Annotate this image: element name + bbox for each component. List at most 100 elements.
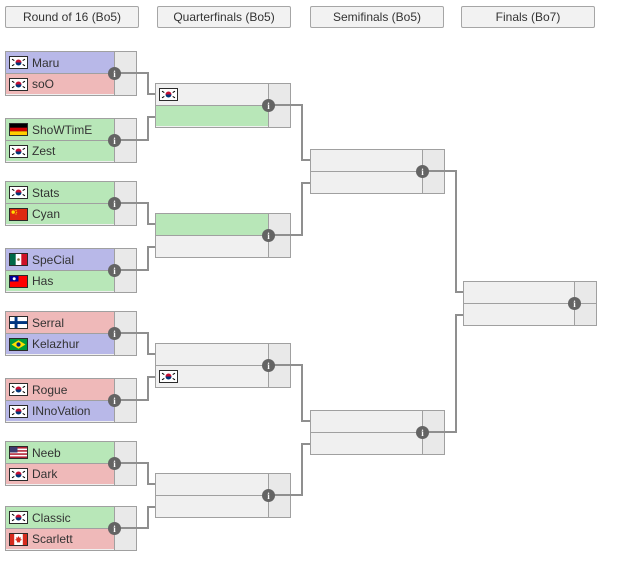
match-info-icon[interactable]: i (416, 426, 429, 439)
flag-usa-icon (9, 446, 28, 459)
player-slot[interactable]: Scarlett (6, 528, 114, 549)
info-glyph: i (113, 523, 116, 534)
player-name: Maru (32, 55, 60, 70)
flag-canada-icon (9, 532, 28, 546)
connector-round-of-16-3-in (147, 223, 155, 225)
player-slot[interactable]: Has (6, 270, 114, 291)
score-cell (575, 303, 596, 324)
player-slot[interactable]: Neeb (6, 442, 114, 463)
info-glyph: i (113, 198, 116, 209)
connector-semifinals-2-vert (455, 314, 457, 433)
player-name: Has (32, 274, 54, 288)
connector-round-of-16-5-vert (147, 332, 149, 355)
info-glyph: i (113, 265, 116, 276)
player-slot[interactable]: ShoWTimE (6, 119, 114, 140)
player-slot[interactable]: Serral (6, 312, 114, 333)
connector-round-of-16-2-in (147, 116, 155, 118)
match-finals-1: i (463, 281, 597, 326)
player-slot[interactable]: SpeCial (6, 249, 114, 270)
connector-quarterfinals-4-in (301, 443, 310, 445)
player-name: Serral (32, 315, 65, 330)
connector-round-of-16-4-vert (147, 246, 149, 271)
match-info-icon[interactable]: i (108, 327, 121, 340)
flag-taiwan-icon (9, 274, 28, 288)
connector-quarterfinals-1-out (271, 104, 303, 106)
match-info-icon[interactable]: i (108, 522, 121, 535)
player-slot[interactable]: Zest (6, 140, 114, 161)
flag-south-korea-icon (159, 88, 178, 101)
player-slot[interactable] (464, 282, 574, 303)
player-slot[interactable]: Cyan (6, 203, 114, 224)
connector-quarterfinals-3-out (271, 364, 303, 366)
flag-brazil-icon (9, 337, 28, 351)
connector-quarterfinals-4-out (271, 494, 303, 496)
match-info-icon[interactable]: i (108, 457, 121, 470)
player-slot[interactable] (156, 105, 268, 126)
match-info-icon[interactable]: i (568, 297, 581, 310)
player-slot[interactable]: Stats (6, 182, 114, 203)
player-slot[interactable] (156, 235, 268, 256)
info-glyph: i (113, 68, 116, 79)
player-slot[interactable] (156, 344, 268, 365)
match-semifinals-1: i (310, 149, 445, 194)
connector-round-of-16-6-vert (147, 376, 149, 401)
player-slot[interactable]: Maru (6, 52, 114, 73)
player-slot[interactable]: soO (6, 73, 114, 94)
player-slot[interactable] (311, 150, 422, 171)
player-slot[interactable] (156, 474, 268, 495)
match-info-icon[interactable]: i (262, 489, 275, 502)
match-info-icon[interactable]: i (108, 134, 121, 147)
match-info-icon[interactable]: i (108, 197, 121, 210)
player-slot[interactable]: Classic (6, 507, 114, 528)
flag-south-korea-icon (9, 404, 28, 418)
connector-round-of-16-3-vert (147, 202, 149, 225)
match-info-icon[interactable]: i (262, 229, 275, 242)
player-slot[interactable] (156, 365, 268, 386)
connector-round-of-16-6-out (117, 399, 149, 401)
match-info-icon[interactable]: i (416, 165, 429, 178)
flag-south-korea-icon (9, 77, 28, 91)
player-slot[interactable]: Dark (6, 463, 114, 484)
player-name: ShoWTimE (32, 122, 93, 137)
info-glyph: i (113, 458, 116, 469)
connector-round-of-16-4-out (117, 269, 149, 271)
player-slot[interactable]: INnoVation (6, 400, 114, 421)
round-header-quarterfinals: Quarterfinals (Bo5) (157, 6, 291, 28)
player-name: Stats (32, 185, 60, 200)
player-slot[interactable] (156, 495, 268, 516)
info-glyph: i (573, 298, 576, 309)
connector-round-of-16-7-out (117, 462, 149, 464)
info-glyph: i (267, 230, 270, 241)
match-info-icon[interactable]: i (108, 67, 121, 80)
player-slot[interactable]: Rogue (6, 379, 114, 400)
match-info-icon[interactable]: i (262, 359, 275, 372)
flag-south-korea-icon (9, 383, 28, 396)
connector-round-of-16-1-out (117, 72, 149, 74)
flag-south-korea-icon (9, 467, 28, 481)
player-slot[interactable] (156, 214, 268, 235)
match-info-icon[interactable]: i (262, 99, 275, 112)
round-header-finals: Finals (Bo7) (461, 6, 595, 28)
flag-south-korea-icon (9, 186, 28, 199)
connector-quarterfinals-4-vert (301, 443, 303, 496)
match-info-icon[interactable]: i (108, 264, 121, 277)
player-slot[interactable]: Kelazhur (6, 333, 114, 354)
player-slot[interactable] (311, 432, 422, 453)
player-slot[interactable] (311, 411, 422, 432)
connector-round-of-16-8-vert (147, 506, 149, 529)
match-quarterfinals-2: i (155, 213, 291, 258)
player-slot[interactable] (156, 84, 268, 105)
match-semifinals-2: i (310, 410, 445, 455)
round-header-round-of-16: Round of 16 (Bo5) (5, 6, 139, 28)
match-info-icon[interactable]: i (108, 394, 121, 407)
connector-quarterfinals-1-in (301, 159, 310, 161)
connector-quarterfinals-2-vert (301, 182, 303, 236)
info-glyph: i (421, 166, 424, 177)
connector-semifinals-1-vert (455, 170, 457, 293)
player-slot[interactable] (464, 303, 574, 324)
connector-round-of-16-1-in (147, 93, 155, 95)
player-slot[interactable] (311, 171, 422, 192)
